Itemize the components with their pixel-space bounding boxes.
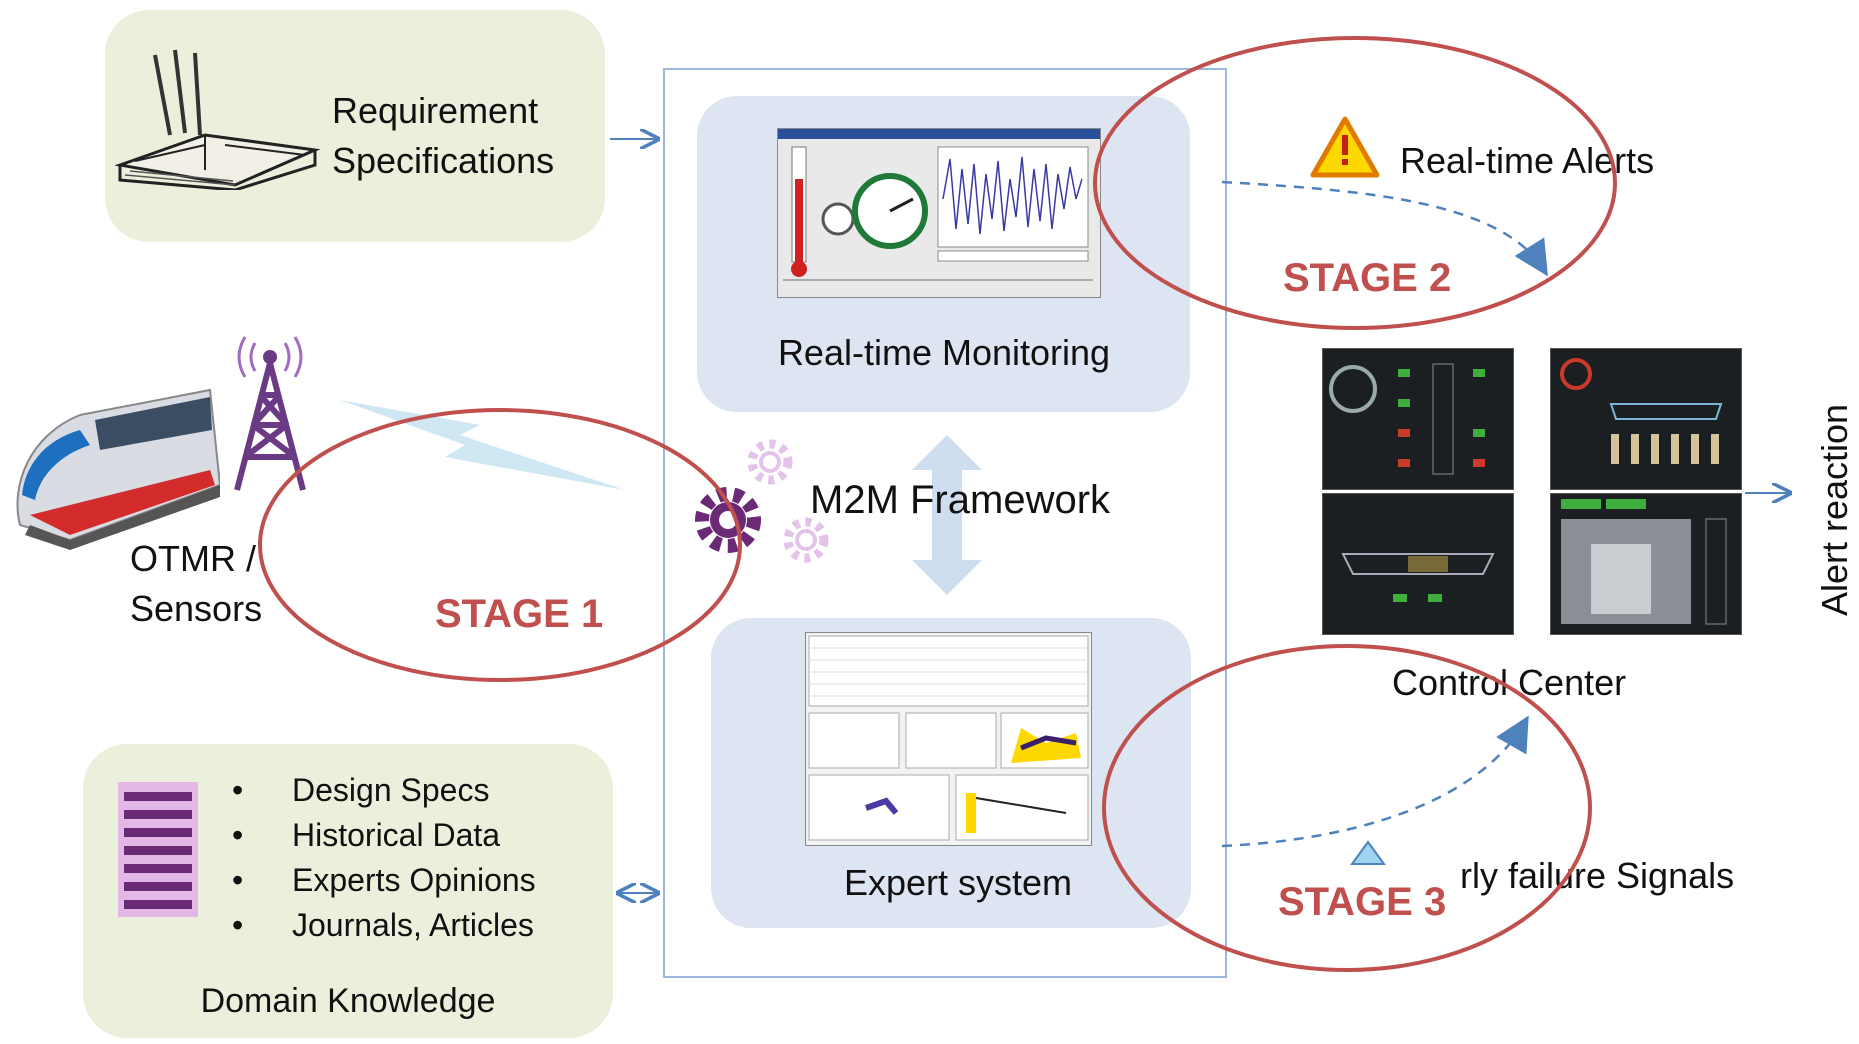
- early-failure-label: rly failure Signals: [1460, 855, 1735, 896]
- list-item: Design Specs: [232, 768, 536, 813]
- monitoring-screenshot: [777, 128, 1101, 298]
- wireless-signal-bolt: [340, 400, 625, 490]
- antenna-tower-icon: [234, 336, 306, 491]
- requirements-label-line1: Requirement: [332, 90, 539, 131]
- list-item: Experts Opinions: [232, 858, 536, 903]
- expert-label: Expert system: [843, 862, 1073, 903]
- control-center-label: Control Center: [1392, 662, 1627, 703]
- control-screen-4: [1550, 493, 1742, 635]
- control-screen-1: [1322, 348, 1514, 490]
- bidirectional-arrow-icon: [912, 435, 982, 595]
- stage-1-ellipse: [258, 408, 742, 682]
- otmr-label-line2: Sensors: [130, 588, 263, 629]
- stage-2-ellipse: [1093, 36, 1617, 330]
- control-screen-3: [1322, 493, 1514, 635]
- domain-knowledge-title: Domain Knowledge: [200, 982, 496, 1020]
- alert-warning-icon: [1310, 116, 1380, 178]
- stage-2-label: STAGE 2: [1283, 256, 1452, 300]
- control-screen-2: [1550, 348, 1742, 490]
- stage-2-dashed-arrow: [1221, 180, 1548, 277]
- otmr-label-line1: OTMR /: [130, 538, 256, 579]
- expert-screenshot: [805, 632, 1092, 846]
- list-item: Historical Data: [232, 813, 536, 858]
- early-failure-arrow-icon: [1350, 840, 1386, 865]
- requirements-panel: [105, 10, 605, 242]
- requirements-label-line2: Specifications: [332, 140, 555, 181]
- domain-knowledge-list: Design Specs Historical Data Experts Opi…: [232, 768, 536, 948]
- monitoring-label: Real-time Monitoring: [777, 332, 1111, 373]
- book-quill-icon: [115, 49, 321, 190]
- list-item: Journals, Articles: [232, 903, 536, 948]
- m2m-framework-frame: [663, 68, 1227, 978]
- framework-label: M2M Framework: [810, 478, 1111, 522]
- stage-1-label: STAGE 1: [435, 592, 604, 636]
- document-icon: [118, 782, 198, 917]
- stage-3-dashed-arrow: [1221, 715, 1529, 848]
- train-icon: [16, 388, 220, 550]
- stage-3-ellipse: [1102, 644, 1592, 972]
- stage-3-label: STAGE 3: [1278, 880, 1447, 924]
